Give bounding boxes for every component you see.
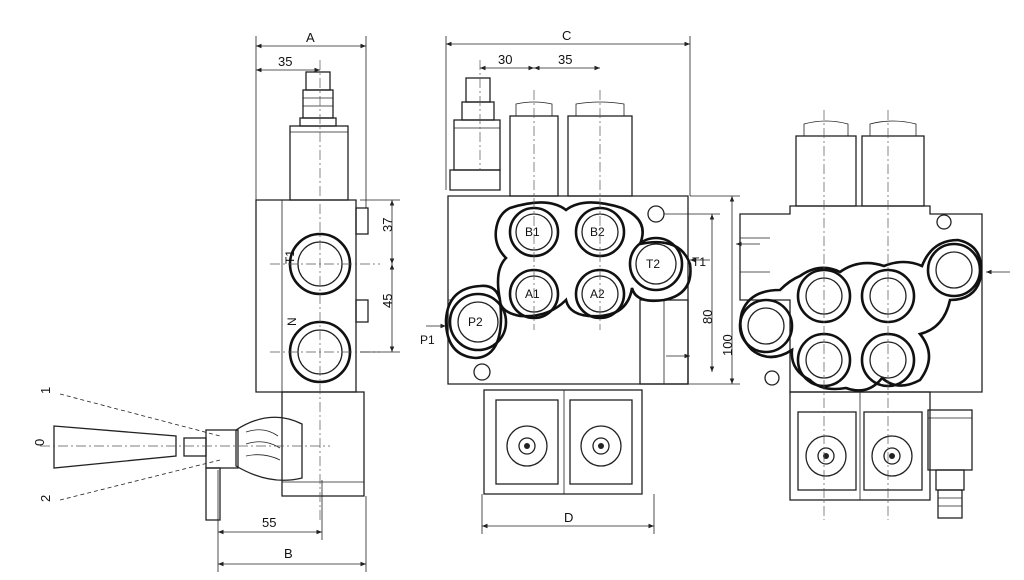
dim-80-label: 80 — [700, 310, 715, 324]
dim-30-label: 30 — [498, 52, 512, 67]
dim-b-label: B — [284, 546, 293, 561]
port-a1-label: A1 — [525, 287, 540, 301]
dim-d-label: D — [564, 510, 573, 525]
port-p1-label: P1 — [420, 333, 435, 347]
lever-position-0: 0 — [32, 439, 47, 446]
dim-a-label: A — [306, 30, 315, 45]
port-b2-label: B2 — [590, 225, 605, 239]
dim-c-label: C — [562, 28, 571, 43]
dim-35-front-label: 35 — [558, 52, 572, 67]
port-p2-label: P2 — [468, 315, 483, 329]
rear-view — [736, 110, 1010, 520]
front-view: B1 B2 A1 A2 P2 T2 P1 T1 C 30 35 — [420, 28, 740, 534]
dim-35-side-label: 35 — [278, 54, 292, 69]
lever-position-2: 2 — [38, 495, 53, 502]
dim-45-label: 45 — [380, 294, 395, 308]
port-a2-label: A2 — [590, 287, 605, 301]
side-view: T1 N 1 0 2 A 35 — [32, 30, 400, 572]
lever-position-1: 1 — [38, 387, 53, 394]
dim-55-label: 55 — [262, 515, 276, 530]
port-n-label: N — [285, 317, 299, 326]
dim-37-label: 37 — [380, 218, 395, 232]
port-t1-front-label: T1 — [692, 255, 706, 269]
port-t1-side-label: T1 — [283, 250, 297, 264]
port-b1-label: B1 — [525, 225, 540, 239]
port-t2-label: T2 — [646, 257, 660, 271]
dim-100-label: 100 — [720, 334, 735, 356]
